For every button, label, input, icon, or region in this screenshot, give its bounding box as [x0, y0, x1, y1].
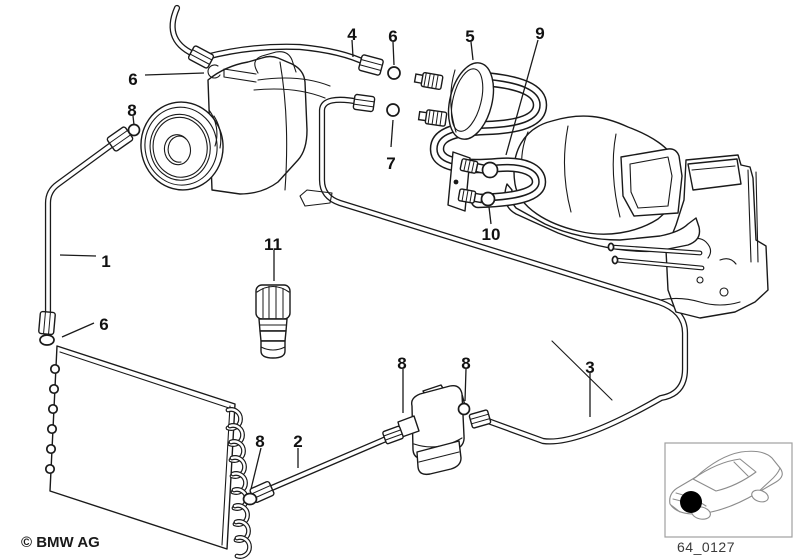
o-rings [39, 64, 499, 506]
callout-5-leader [470, 41, 474, 61]
muffler-fitting-lower [417, 109, 448, 127]
compressor-body [207, 55, 308, 195]
callout-label-10: 10 [482, 225, 501, 244]
o-ring-6-mid [387, 66, 401, 80]
discharge-pipe-4 [206, 47, 366, 63]
compressor [140, 51, 333, 207]
muffler-fitting-upper [413, 71, 444, 91]
evaporator-housing [504, 115, 701, 253]
location-marker-dot [680, 491, 702, 513]
heater-hoses [607, 242, 702, 268]
callout-label-3: 3 [585, 358, 594, 377]
pipe-2 [267, 436, 393, 490]
callout-label-7: 7 [386, 154, 395, 173]
o-ring-6-condenser [39, 334, 55, 346]
o-ring-6-top [207, 64, 221, 79]
callout-6-leader [144, 72, 205, 76]
callout-10-leader [488, 206, 492, 225]
callout-label-9: 9 [535, 24, 544, 43]
callout-4-leader [351, 39, 354, 58]
engine-lower-edge [551, 340, 613, 401]
callout-label-6: 6 [99, 315, 108, 334]
callout-8-leader [250, 447, 262, 490]
compressor-pulley [140, 101, 224, 191]
car-rear-wheel [751, 489, 769, 503]
callout-label-8: 8 [461, 354, 470, 373]
engine-top-box [687, 158, 742, 191]
callout-8-leader [464, 368, 467, 402]
callout-label-8: 8 [397, 354, 406, 373]
copyright-text: © BMW AG [21, 534, 100, 551]
o-ring-8-drier [457, 402, 471, 416]
callout-7-leader [390, 119, 394, 148]
callout-label-6: 6 [388, 27, 397, 46]
engine-block [551, 154, 769, 401]
callout-6-leader [392, 41, 395, 66]
callout-label-1: 1 [101, 252, 110, 271]
callout-label-8: 8 [127, 101, 136, 120]
receiver-drier [397, 384, 466, 476]
service-valve [255, 284, 291, 359]
condenser [44, 345, 252, 559]
o-ring-8-pipe2 [242, 492, 258, 506]
car-inset [664, 442, 793, 538]
callout-label-6: 6 [128, 70, 137, 89]
callout-6-leader [61, 322, 95, 338]
o-ring-7 [386, 103, 400, 117]
callout-label-11: 11 [264, 235, 282, 254]
o-ring-10-upper [481, 161, 499, 179]
inset-caption: 64_0127 [677, 539, 736, 555]
callout-label-5: 5 [465, 27, 474, 46]
condenser-return-bends [225, 407, 252, 559]
callout-8-leader [132, 115, 135, 126]
compressor-port [254, 51, 297, 74]
evaporator-tray [504, 183, 701, 253]
callout-1-leader [59, 254, 97, 257]
evaporator-panel [620, 148, 683, 217]
muffler-assembly [413, 62, 540, 212]
o-ring-10-lower [480, 191, 496, 207]
o-ring-8-compressor [127, 123, 141, 137]
callout-label-4: 4 [347, 25, 357, 44]
pipe-1 [48, 143, 114, 317]
callout-9-leader [505, 39, 539, 156]
condenser-left-tube-ends [44, 363, 61, 475]
callout-label-2: 2 [293, 432, 302, 451]
car-illustration [669, 450, 783, 520]
pipe-bracket [447, 151, 486, 212]
callout-label-8: 8 [255, 432, 264, 451]
